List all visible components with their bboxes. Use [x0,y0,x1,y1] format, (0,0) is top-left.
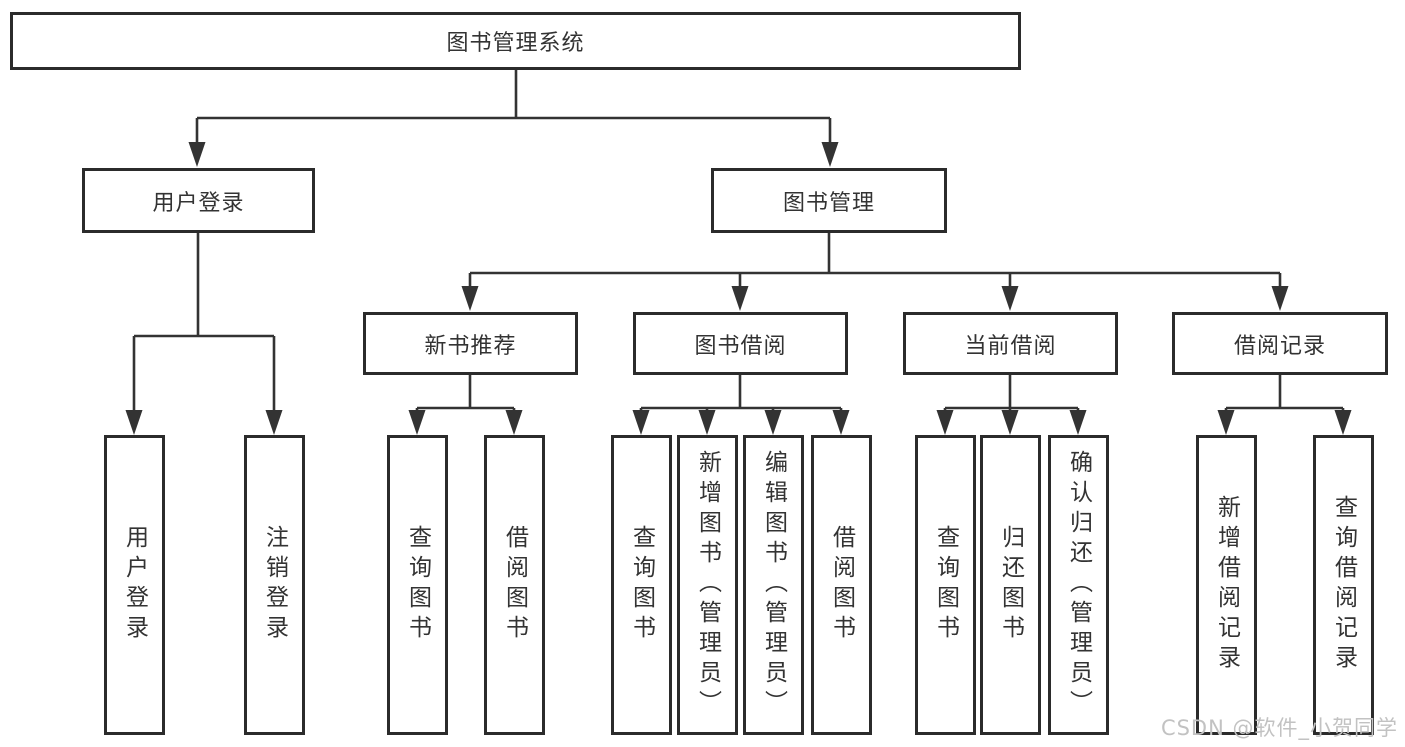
arrowhead-down-icon [764,410,782,435]
leaf-query-books-borrow: 查询图书 [611,435,672,735]
arrowhead-down-icon [936,410,954,435]
arrowhead-down-icon [408,410,426,435]
leaf-user-login: 用户登录 [104,435,165,735]
node-borrow-records: 借阅记录 [1172,312,1388,375]
node-book-management-system: 图书管理系统 [10,12,1021,70]
arrowhead-down-icon [1271,286,1289,311]
arrowhead-down-icon [1217,410,1235,435]
leaf-logout: 注销登录 [244,435,305,735]
leaf-query-books-recommend: 查询图书 [387,435,448,735]
arrowhead-down-icon [188,142,206,167]
node-book-management: 图书管理 [711,168,947,233]
arrowhead-down-icon [505,410,523,435]
leaf-add-books-admin: 新增图书（管理员） [677,435,738,735]
leaf-query-borrow-record: 查询借阅记录 [1313,435,1374,735]
arrowhead-down-icon [1001,286,1019,311]
leaf-borrow-books-borrow: 借阅图书 [811,435,872,735]
node-book-borrow: 图书借阅 [633,312,848,375]
arrowhead-down-icon [1069,410,1087,435]
arrowhead-down-icon [832,410,850,435]
arrowhead-down-icon [632,410,650,435]
arrowhead-down-icon [125,410,143,435]
leaf-query-books-current: 查询图书 [915,435,976,735]
arrowhead-down-icon [461,286,479,311]
arrowhead-down-icon [1334,410,1352,435]
node-current-borrow: 当前借阅 [903,312,1118,375]
arrowhead-down-icon [698,410,716,435]
leaf-borrow-books-recommend: 借阅图书 [484,435,545,735]
leaf-add-borrow-record: 新增借阅记录 [1196,435,1257,735]
leaf-confirm-return-admin: 确认归还（管理员） [1048,435,1109,735]
arrowhead-down-icon [731,286,749,311]
node-user-login-branch: 用户登录 [82,168,315,233]
leaf-edit-books-admin: 编辑图书（管理员） [743,435,804,735]
node-new-book-recommend: 新书推荐 [363,312,578,375]
csdn-watermark: CSDN @软件_小贺同学 [1160,716,1398,740]
arrowhead-down-icon [1001,410,1019,435]
leaf-return-books: 归还图书 [980,435,1041,735]
arrowhead-down-icon [265,410,283,435]
arrowhead-down-icon [821,142,839,167]
